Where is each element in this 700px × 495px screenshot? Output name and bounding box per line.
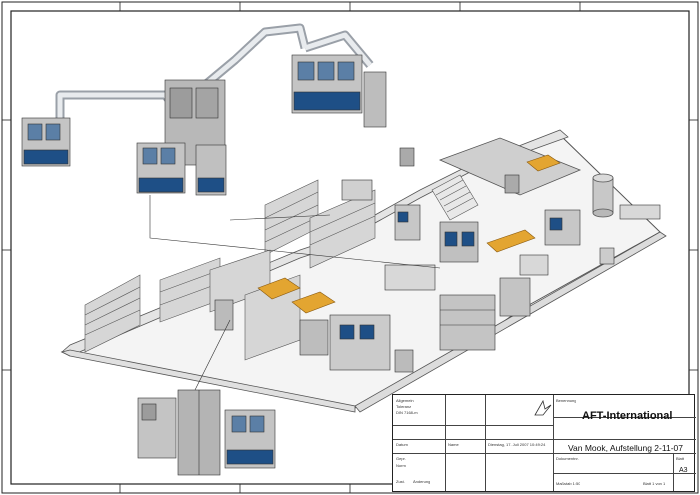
tb-label-9: Benennung bbox=[556, 398, 577, 403]
tb-label-2: DIN 7168-m bbox=[396, 410, 418, 415]
tb-date: Dienstag, 17. Juli 2007 10:49:24 bbox=[488, 442, 546, 447]
drawing-title: Van Mook, Aufstellung 2-11-07 bbox=[568, 443, 683, 453]
tb-label-1: Toleranz bbox=[396, 404, 412, 409]
sheet-format: A3 bbox=[679, 467, 688, 474]
tb-label-7: Änderung bbox=[413, 479, 431, 484]
machine-group-center bbox=[136, 79, 227, 196]
tb-label-3: Datum bbox=[396, 442, 408, 447]
company-logo-icon bbox=[534, 399, 552, 416]
leader-lines bbox=[149, 195, 441, 391]
tb-label-5: Norm bbox=[396, 463, 406, 468]
company-name: AFT-International bbox=[582, 410, 673, 422]
tb-label-11: Blatt bbox=[676, 456, 685, 461]
tb-label-4: Gepr. bbox=[396, 456, 406, 461]
tb-label-12: Maßstab 1:50 bbox=[556, 481, 581, 486]
tb-label-6: Zust. bbox=[396, 479, 405, 484]
tb-label-13: Blatt 1 von 1 bbox=[643, 481, 666, 486]
orange-desks bbox=[257, 154, 561, 314]
floor-machines bbox=[214, 147, 661, 373]
tb-label-10: Dokumentnr. bbox=[556, 456, 579, 461]
shelving-racks bbox=[84, 179, 376, 361]
tb-label-0: Allgemein bbox=[396, 398, 414, 403]
machine-group-bottom bbox=[137, 389, 276, 476]
machine-group-right bbox=[291, 54, 387, 128]
isometric-floor-plan bbox=[60, 129, 667, 413]
title-block: Allgemein Toleranz DIN 7168-m Datum Gepr… bbox=[392, 394, 696, 492]
machine-group-left bbox=[21, 117, 71, 167]
tb-label-8: Name bbox=[448, 442, 459, 447]
